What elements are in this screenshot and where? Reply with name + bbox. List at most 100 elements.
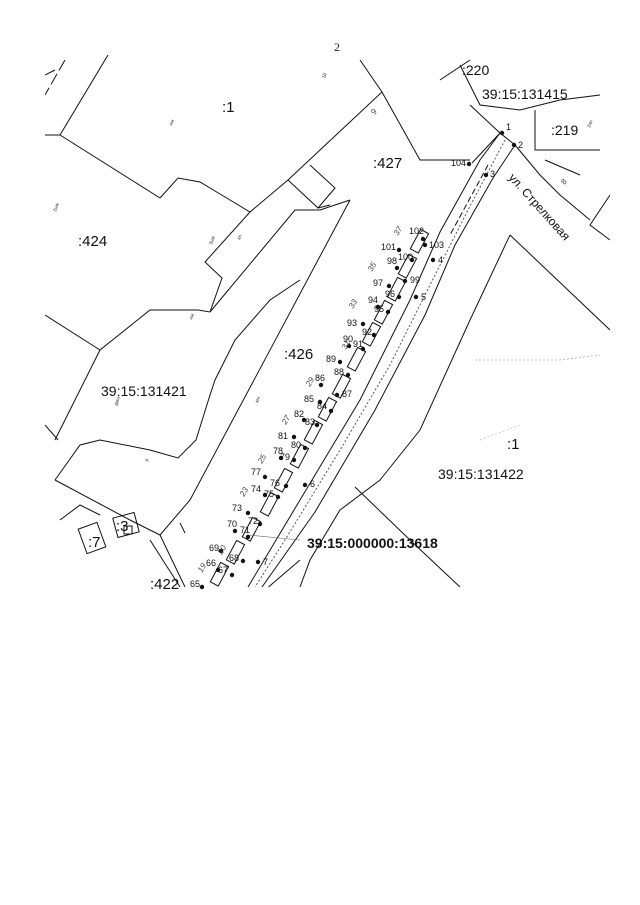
building-mark: нж	[168, 118, 176, 126]
lot-number: 23	[237, 485, 250, 499]
garage-point-label: 86	[315, 373, 325, 383]
garage-point-marker	[245, 510, 251, 516]
garage-point-label: 101	[381, 242, 396, 252]
garage-point-marker	[394, 265, 400, 271]
boundary-point-marker	[483, 172, 489, 178]
garage-point-label: 81	[278, 431, 288, 441]
garage-point-marker	[278, 455, 284, 461]
garage-point-label: 79	[280, 452, 290, 462]
lot-number: 25	[255, 452, 268, 466]
garage-point-marker	[314, 422, 320, 428]
garage-point-marker	[291, 434, 297, 440]
boundary-point-marker	[255, 559, 261, 565]
garage-point-marker	[422, 242, 428, 248]
building-mark: 3нж	[208, 235, 217, 246]
boundary-point-label: 7	[263, 557, 268, 567]
boundary-point-label: 2	[518, 140, 523, 150]
garage-point-marker	[257, 521, 263, 527]
garage-point-label: 88	[334, 367, 344, 377]
lot-number: 9	[369, 107, 379, 116]
garage-point-marker	[240, 558, 246, 564]
garage-point-label: 78	[273, 446, 283, 456]
garage-point-marker	[199, 584, 205, 590]
garage-point-marker	[215, 567, 221, 573]
lot-number: 8	[559, 177, 569, 186]
page-number: 2	[334, 40, 340, 54]
parcel-label: :7	[88, 534, 101, 551]
garage-point-marker	[318, 382, 324, 388]
garage-point-label: 70	[227, 519, 237, 529]
leader-line	[247, 534, 301, 541]
building-mark: 2кн	[586, 119, 594, 129]
garage-point-label: 76	[270, 478, 280, 488]
garage-point-label: 94	[368, 295, 378, 305]
garage-point-label: 67	[218, 565, 228, 575]
garage-point-label: 99	[410, 275, 420, 285]
parcel-label: :427	[373, 155, 402, 172]
garage-point-label: 90	[343, 334, 353, 344]
garage-point-label: 91	[353, 339, 363, 349]
boundary-point-marker	[430, 257, 436, 263]
garage-point-marker	[283, 483, 289, 489]
garage-point-marker	[466, 161, 472, 167]
garage-point-marker	[275, 494, 281, 500]
garage-point-marker	[375, 304, 381, 310]
parcel-label: :220	[462, 62, 489, 78]
garage-point-label: 82	[294, 409, 304, 419]
parcel-label: :424	[78, 233, 107, 250]
boundary-point-label: 6	[310, 479, 315, 489]
garage-point-label: 97	[373, 278, 383, 288]
boundary-point-label: 4	[438, 255, 443, 265]
parcel-label: :219	[551, 122, 578, 138]
boundary-point-label: 3	[490, 169, 495, 179]
garage-point-marker	[402, 278, 408, 284]
building-mark: Ш	[321, 72, 328, 79]
garage-point-marker	[371, 332, 377, 338]
garage-point-label: 92	[362, 327, 372, 337]
boundary-point-label: 1	[506, 122, 511, 132]
building-mark: дмн	[113, 396, 122, 407]
garage-point-label: 96	[385, 289, 395, 299]
garage-point-label: 73	[232, 503, 242, 513]
garage-point-label: 66	[206, 558, 216, 568]
garage-point-marker	[409, 257, 415, 263]
building-mark: II	[144, 458, 151, 463]
garage-point-marker	[385, 309, 391, 315]
boundary-point-marker	[413, 294, 419, 300]
boundary-point-label: 5	[421, 292, 426, 302]
parcel-label: :1	[507, 436, 520, 453]
garage-point-marker	[420, 236, 426, 242]
garage-point-marker	[328, 408, 334, 414]
parcel-label: :426	[284, 346, 313, 363]
cadastral-number: 39:15:000000:13618	[307, 535, 438, 551]
garage-point-label: 72	[248, 516, 258, 526]
parcel-labels: :1 :220 39:15:131415 :219 :427 :424 :426…	[78, 62, 578, 593]
garage-point-marker	[262, 474, 268, 480]
garage-point-label: 98	[387, 256, 397, 266]
garage-point-marker	[301, 417, 307, 423]
garage-point-marker	[245, 534, 251, 540]
garage-point-label: 65	[190, 579, 200, 589]
building-mark: нж	[188, 312, 196, 320]
quarter-label: 39:15:131421	[101, 383, 187, 399]
garage-point-label: 77	[251, 467, 261, 477]
garage-point-label: 87	[342, 389, 352, 399]
lot-number: 37	[392, 224, 405, 237]
garage-point-marker	[218, 548, 224, 554]
garage-point-label: 95	[374, 304, 384, 314]
garage-point-marker	[396, 294, 402, 300]
garage-point-marker	[345, 372, 351, 378]
garage-point-label: 89	[326, 354, 336, 364]
parcel-label: :1	[222, 99, 235, 116]
garage-point-label: 103	[429, 240, 444, 250]
garage-point-label: 80	[291, 440, 301, 450]
garage-point-label: 69	[209, 543, 219, 553]
boundary-point-marker	[302, 482, 308, 488]
road-corridor	[247, 104, 591, 587]
garage-point-marker	[262, 492, 268, 498]
garage-point-label: 85	[304, 394, 314, 404]
garage-point-marker	[291, 457, 297, 463]
